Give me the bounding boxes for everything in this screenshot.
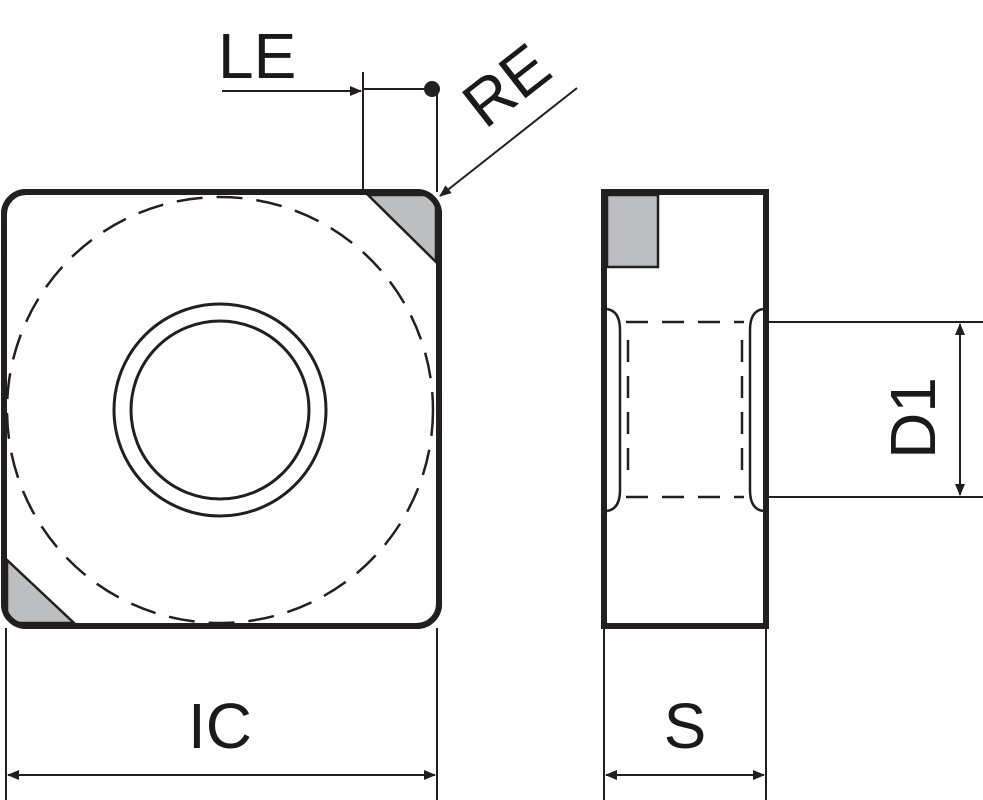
s-dimension: S [603, 628, 767, 800]
le-label: LE [218, 20, 296, 92]
inscribed-circle [5, 195, 435, 625]
re-dimension: RE [439, 30, 578, 197]
reference-point [424, 81, 440, 97]
side-cutting-edge [605, 193, 660, 269]
re-label: RE [449, 30, 563, 141]
hole-outer [112, 302, 328, 518]
d1-label: D1 [877, 377, 949, 459]
side-view [601, 189, 769, 629]
s-label: S [664, 690, 707, 762]
d1-dimension: D1 [768, 321, 983, 498]
front-view [1, 189, 442, 629]
ic-dimension: IC [5, 628, 438, 800]
ic-label: IC [188, 690, 252, 762]
le-dimension: LE [218, 20, 440, 192]
hole-inner [129, 319, 311, 501]
